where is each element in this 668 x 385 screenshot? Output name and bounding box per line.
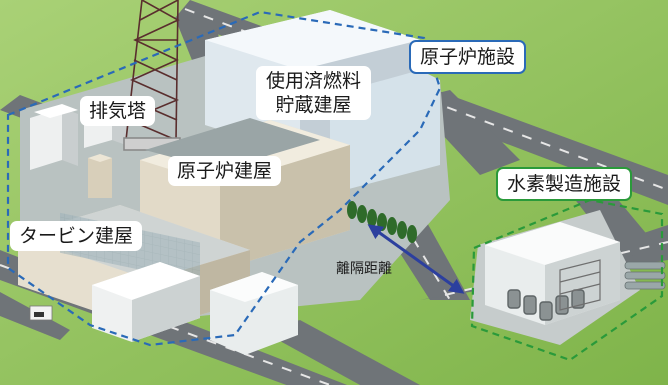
separation-distance-arrow (367, 224, 465, 294)
label-separation-distance: 離隔距離 (336, 261, 392, 277)
label-spent-fuel-line2: 貯蔵建屋 (275, 94, 352, 116)
nuclear-facility-boundary (6, 10, 442, 347)
label-spent-fuel-building: 使用済燃料 貯蔵建屋 (256, 66, 372, 120)
hydrogen-plant (485, 222, 666, 325)
small-kiosk (29, 305, 53, 321)
label-spent-fuel-line1: 使用済燃料 (266, 70, 362, 92)
label-exhaust-tower: 排気塔 (80, 96, 156, 126)
label-hydrogen-facility: 水素製造施設 (496, 167, 633, 201)
label-turbine-building: タービン建屋 (10, 221, 143, 251)
label-reactor-building: 原子炉建屋 (168, 156, 282, 186)
label-nuclear-facility: 原子炉施設 (409, 40, 527, 74)
